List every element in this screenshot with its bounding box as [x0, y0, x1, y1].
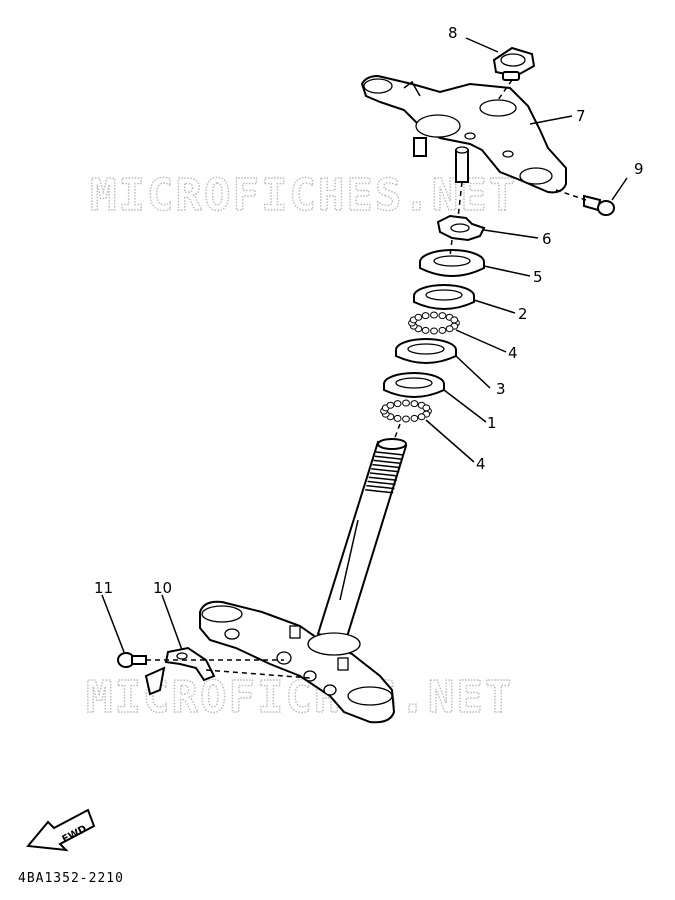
part-5-bearing-cover [419, 249, 485, 277]
callout-9: 9 [634, 160, 644, 178]
part-4-steel-balls-upper [408, 311, 460, 335]
part-9-bolt [583, 194, 615, 216]
steel-ball [417, 413, 426, 421]
callout-6: 6 [542, 230, 552, 248]
steel-ball [402, 415, 410, 423]
part-10-cable-guide [144, 646, 216, 696]
steel-ball [450, 316, 459, 324]
callout-4-upper: 4 [508, 344, 518, 362]
part-3-ball-race [395, 338, 457, 364]
stem-thread [373, 459, 402, 465]
forward-arrow-icon: FWD [26, 808, 96, 852]
callout-3: 3 [496, 380, 506, 398]
steel-ball [402, 399, 410, 407]
watermark-top: MICROFICHES.NET [90, 170, 517, 221]
stem-thread [375, 451, 405, 456]
steel-ball [438, 326, 447, 334]
callout-4-lower: 4 [476, 455, 486, 473]
steel-ball [421, 312, 430, 320]
steering-stem [316, 438, 408, 642]
stem-thread [368, 476, 397, 481]
steel-ball [430, 311, 438, 319]
part-11-bolt [117, 652, 147, 668]
callout-8: 8 [448, 24, 458, 42]
stem-thread [366, 484, 395, 490]
part-2-ball-race [413, 284, 475, 310]
stem-thread [372, 463, 401, 469]
part-6-ring-nut [436, 214, 486, 242]
lower-bracket [199, 600, 396, 724]
stem-thread [371, 468, 400, 473]
diagram-code: 4BA1352-2210 [18, 871, 124, 886]
steel-ball [393, 400, 402, 408]
steel-ball [386, 401, 395, 409]
stem-thread [369, 472, 399, 477]
steel-ball [410, 414, 419, 422]
steel-ball [421, 326, 430, 334]
callout-10: 10 [153, 579, 172, 597]
steel-ball [422, 404, 431, 412]
leader-lines [101, 37, 628, 679]
callout-7: 7 [576, 107, 586, 125]
callout-numbers: 8 7 9 6 5 2 4 3 1 4 11 10 [94, 24, 644, 597]
callout-11: 11 [94, 579, 113, 597]
steel-ball [445, 325, 454, 333]
part-8-crown-nut [492, 46, 536, 81]
callout-5: 5 [533, 268, 543, 286]
steel-ball [430, 327, 438, 335]
part-4-steel-balls-lower [380, 399, 432, 423]
part-1-ball-race [383, 372, 445, 398]
stem-thread [374, 455, 403, 460]
steel-ball [438, 312, 447, 320]
stem-thread [367, 480, 396, 486]
steel-ball [414, 313, 423, 321]
part-7-upper-bracket [360, 74, 567, 194]
stem-thread [365, 489, 394, 494]
callout-2: 2 [518, 305, 528, 323]
callout-1: 1 [487, 414, 497, 432]
steel-ball [410, 400, 419, 408]
steel-ball [393, 414, 402, 422]
